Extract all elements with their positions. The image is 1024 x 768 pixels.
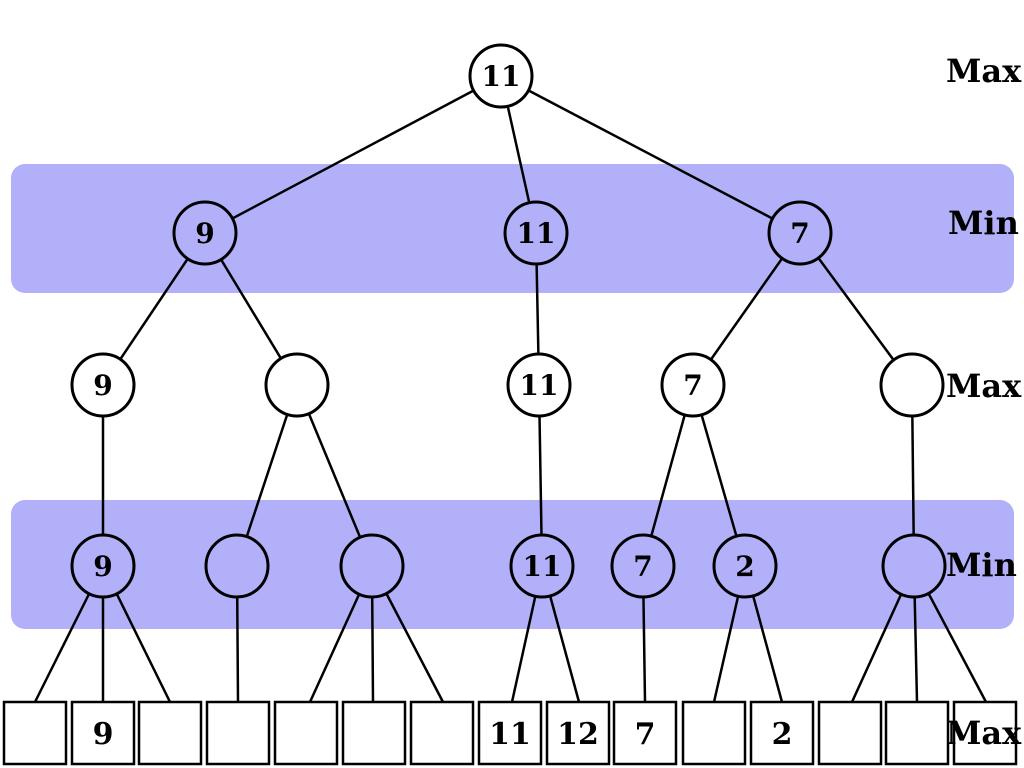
tree-node-max: 7 [660,352,726,418]
level-label-min: Min [948,204,1019,242]
level-label-max: Max [946,714,1022,752]
leaf-node [952,700,1018,766]
tree-node-min: 9 [70,533,136,599]
node-value: 9 [195,217,214,250]
tree-node-min: 11 [509,533,575,599]
node-value: 7 [790,217,809,250]
node-value: 9 [93,369,112,402]
tree-node-root: 11 [468,43,534,109]
node-value: 9 [93,550,112,583]
leaf-node [409,700,475,766]
leaf-value: 9 [93,717,114,752]
level-label-min: Min [946,546,1017,584]
edge-root-l1-0 [204,74,502,235]
level-label-max: Max [946,52,1022,90]
node-value: 11 [482,60,521,93]
leaf-node: 7 [612,700,678,766]
tree-node-max [264,352,330,418]
tree-node-min: 11 [503,200,569,266]
leaf-value: 7 [635,717,656,752]
node-value: 7 [633,550,652,583]
leaf-row: 9 11 12 7 2 [2,700,1018,766]
tree-node-min [204,533,270,599]
leaf-value: 11 [489,717,531,752]
leaf-node: 2 [749,700,815,766]
tree-node-min [339,533,405,599]
leaf-node [341,700,407,766]
edge-l2-1-l3-2 [295,384,374,567]
tree-node-min: 9 [172,200,238,266]
tree-node-max: 11 [506,352,572,418]
leaf-node: 11 [477,700,543,766]
node-value: 11 [523,550,562,583]
tree-node-max: 9 [70,352,136,418]
leaf-node [205,700,271,766]
leaf-node [681,700,747,766]
leaf-node [817,700,883,766]
edge-root-l1-2 [500,74,801,235]
leaf-node [2,700,68,766]
leaf-node: 9 [70,700,136,766]
leaf-node [273,700,339,766]
leaf-value: 12 [557,717,599,752]
tree-node-max [879,352,945,418]
leaf-node [884,700,950,766]
leaf-node [137,700,203,766]
tree-node-min: 7 [610,533,676,599]
node-value: 7 [683,369,702,402]
tree-node-min: 2 [712,533,778,599]
tree-node-min [881,533,947,599]
level-label-max: Max [946,367,1022,405]
node-value: 11 [517,217,556,250]
leaf-value: 2 [772,717,793,752]
node-value: 2 [735,550,754,583]
leaf-node: 12 [545,700,611,766]
tree-node-min: 7 [767,200,833,266]
node-value: 11 [520,369,559,402]
